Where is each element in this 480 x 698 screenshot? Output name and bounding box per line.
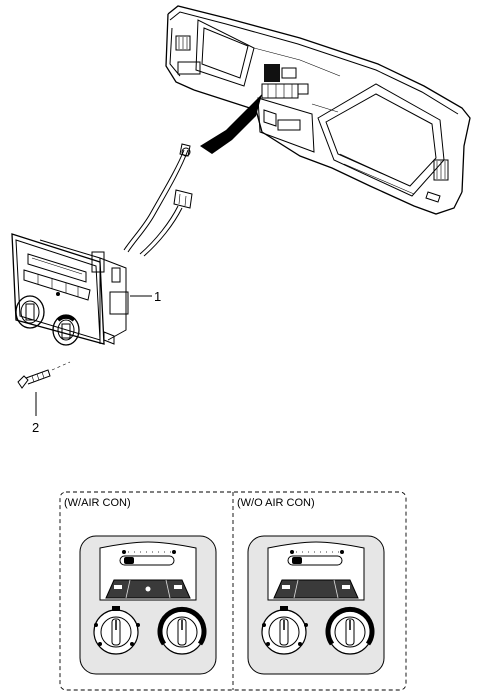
control-panel-without-ac [247, 535, 385, 675]
control-panel-with-ac [79, 535, 217, 675]
location-arrow [200, 94, 262, 154]
callout-number: 1 [154, 289, 161, 304]
variant-label-with-ac: (W/AIR CON) [64, 497, 131, 509]
wiring-harness [123, 143, 193, 257]
callout-number: 2 [32, 420, 39, 435]
variant-comparison-box: (W/AIR CON) (W/O AIR CON) [59, 491, 407, 691]
screw [17, 361, 71, 389]
callout-1: 1 [130, 289, 161, 304]
callout-2: 2 [32, 392, 39, 435]
dashboard-illustration [165, 5, 471, 215]
variant-label-without-ac: (W/O AIR CON) [237, 497, 315, 509]
heater-control-assembly [11, 233, 129, 346]
